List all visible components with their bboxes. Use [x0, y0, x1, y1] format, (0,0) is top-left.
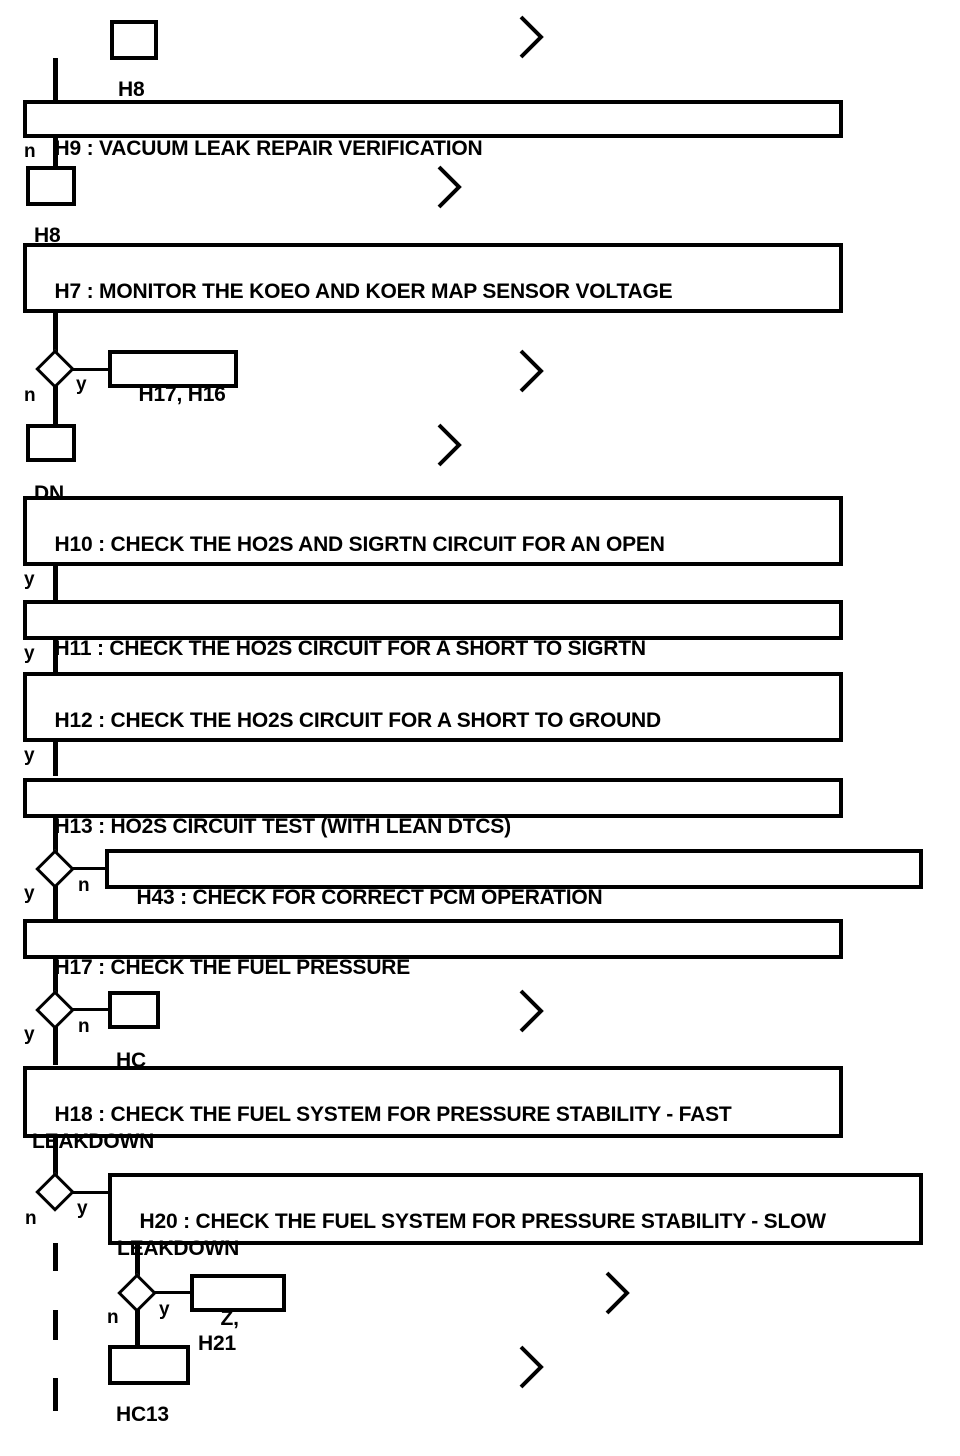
node-label: Z, H21	[198, 1307, 245, 1355]
node-h20[interactable]: H20 : CHECK THE FUEL SYSTEM FOR PRESSURE…	[108, 1173, 923, 1260]
connector-h9-to-h8bot	[53, 138, 58, 168]
node-label: H11 : CHECK THE HO2S CIRCUIT FOR A SHORT…	[54, 637, 646, 660]
node-label: H12 : CHECK THE HO2S CIRCUIT FOR A SHORT…	[54, 709, 662, 732]
node-label: H17, H16	[138, 383, 226, 406]
branch-label-h17-no: n	[78, 1016, 90, 1037]
node-hc[interactable]: HC	[108, 991, 160, 1072]
node-label: H13 : HO2S CIRCUIT TEST (WITH LEAN DTCS)	[54, 815, 512, 838]
node-label: H7 : MONITOR THE KOEO AND KOER MAP SENSO…	[54, 280, 673, 303]
chevron-marker-5	[516, 988, 546, 1034]
branch-label-h20-no: n	[107, 1307, 119, 1328]
branch-label-h12-yes: y	[24, 745, 35, 766]
chevron-marker-7	[516, 1344, 546, 1390]
connector-h17-no	[72, 1008, 110, 1011]
connector-h11-to-h12	[53, 640, 58, 672]
connector-h7-no	[53, 386, 58, 426]
branch-label-h18-no: n	[25, 1208, 37, 1229]
connector-h13-no	[72, 867, 108, 870]
connector-h20-yes	[154, 1291, 192, 1294]
connector-dashed-seg-3	[53, 1378, 58, 1411]
node-label: H10 : CHECK THE HO2S AND SIGRTN CIRCUIT …	[54, 533, 665, 556]
node-label: H17 : CHECK THE FUEL PRESSURE	[54, 956, 411, 979]
connector-h18-to-decision	[53, 1138, 58, 1176]
branch-label-h20-yes: y	[159, 1299, 170, 1320]
connector-h13-to-decision	[53, 818, 58, 853]
node-h18[interactable]: H18 : CHECK THE FUEL SYSTEM FOR PRESSURE…	[23, 1066, 843, 1153]
branch-label-h18-yes: y	[77, 1198, 88, 1219]
node-label: H8	[34, 224, 61, 247]
node-h17-h16[interactable]: H17, H16	[108, 350, 238, 406]
chevron-marker-2	[434, 164, 464, 210]
chevron-marker-4	[434, 422, 464, 468]
branch-label-h17-yes: y	[24, 1024, 35, 1045]
node-label: H8	[118, 78, 145, 101]
connector-h7-yes	[72, 368, 110, 371]
node-h43[interactable]: H43 : CHECK FOR CORRECT PCM OPERATION	[105, 849, 923, 909]
node-hc13[interactable]: HC13	[108, 1345, 190, 1426]
decision-h7[interactable]	[35, 349, 75, 389]
node-h12[interactable]: H12 : CHECK THE HO2S CIRCUIT FOR A SHORT…	[23, 672, 843, 742]
connector-h10-to-h11	[53, 566, 58, 600]
node-label: H9 : VACUUM LEAK REPAIR VERIFICATION	[54, 137, 483, 160]
branch-label-h11-yes: y	[24, 643, 35, 664]
connector-dashed-seg-1	[53, 1243, 58, 1271]
node-h10[interactable]: H10 : CHECK THE HO2S AND SIGRTN CIRCUIT …	[23, 496, 843, 566]
node-label: H20 : CHECK THE FUEL SYSTEM FOR PRESSURE…	[117, 1210, 832, 1260]
branch-label-h13-yes: y	[24, 883, 35, 904]
node-h7[interactable]: H7 : MONITOR THE KOEO AND KOER MAP SENSO…	[23, 243, 843, 313]
node-h11[interactable]: H11 : CHECK THE HO2S CIRCUIT FOR A SHORT…	[23, 600, 843, 660]
branch-label-h7-yes: y	[76, 374, 87, 395]
connector-h12-to-h13	[53, 742, 58, 776]
node-h17[interactable]: H17 : CHECK THE FUEL PRESSURE	[23, 919, 843, 979]
connector-dashed-seg-2	[53, 1310, 58, 1340]
connector-h13-yes	[53, 886, 58, 922]
connector-h17-yes	[53, 1027, 58, 1065]
connector-h7-to-decision	[53, 313, 58, 353]
branch-label-h13-no: n	[78, 875, 90, 896]
branch-label-h9-no: n	[24, 141, 36, 162]
connector-h18-yes	[72, 1191, 110, 1194]
node-h8-bottom[interactable]: H8	[26, 166, 76, 247]
node-h13[interactable]: H13 : HO2S CIRCUIT TEST (WITH LEAN DTCS)	[23, 778, 843, 838]
node-label: H18 : CHECK THE FUEL SYSTEM FOR PRESSURE…	[32, 1103, 738, 1153]
connector-h8top-to-h9	[53, 58, 58, 104]
branch-label-h10-yes: y	[24, 569, 35, 590]
node-z-h21[interactable]: Z, H21	[190, 1274, 286, 1355]
connector-h20-to-decision	[135, 1245, 140, 1278]
branch-label-h7-no: n	[24, 385, 36, 406]
node-dn[interactable]: DN	[26, 424, 76, 505]
node-label: H43 : CHECK FOR CORRECT PCM OPERATION	[136, 886, 603, 909]
connector-h20-no	[135, 1310, 140, 1348]
chevron-marker-6	[602, 1270, 632, 1316]
chevron-marker-1	[516, 14, 546, 60]
node-label: HC13	[116, 1403, 169, 1426]
node-h8-top[interactable]: H8	[110, 20, 158, 101]
node-h9[interactable]: H9 : VACUUM LEAK REPAIR VERIFICATION	[23, 100, 843, 160]
connector-h17-to-decision	[53, 959, 58, 995]
chevron-marker-3	[516, 348, 546, 394]
